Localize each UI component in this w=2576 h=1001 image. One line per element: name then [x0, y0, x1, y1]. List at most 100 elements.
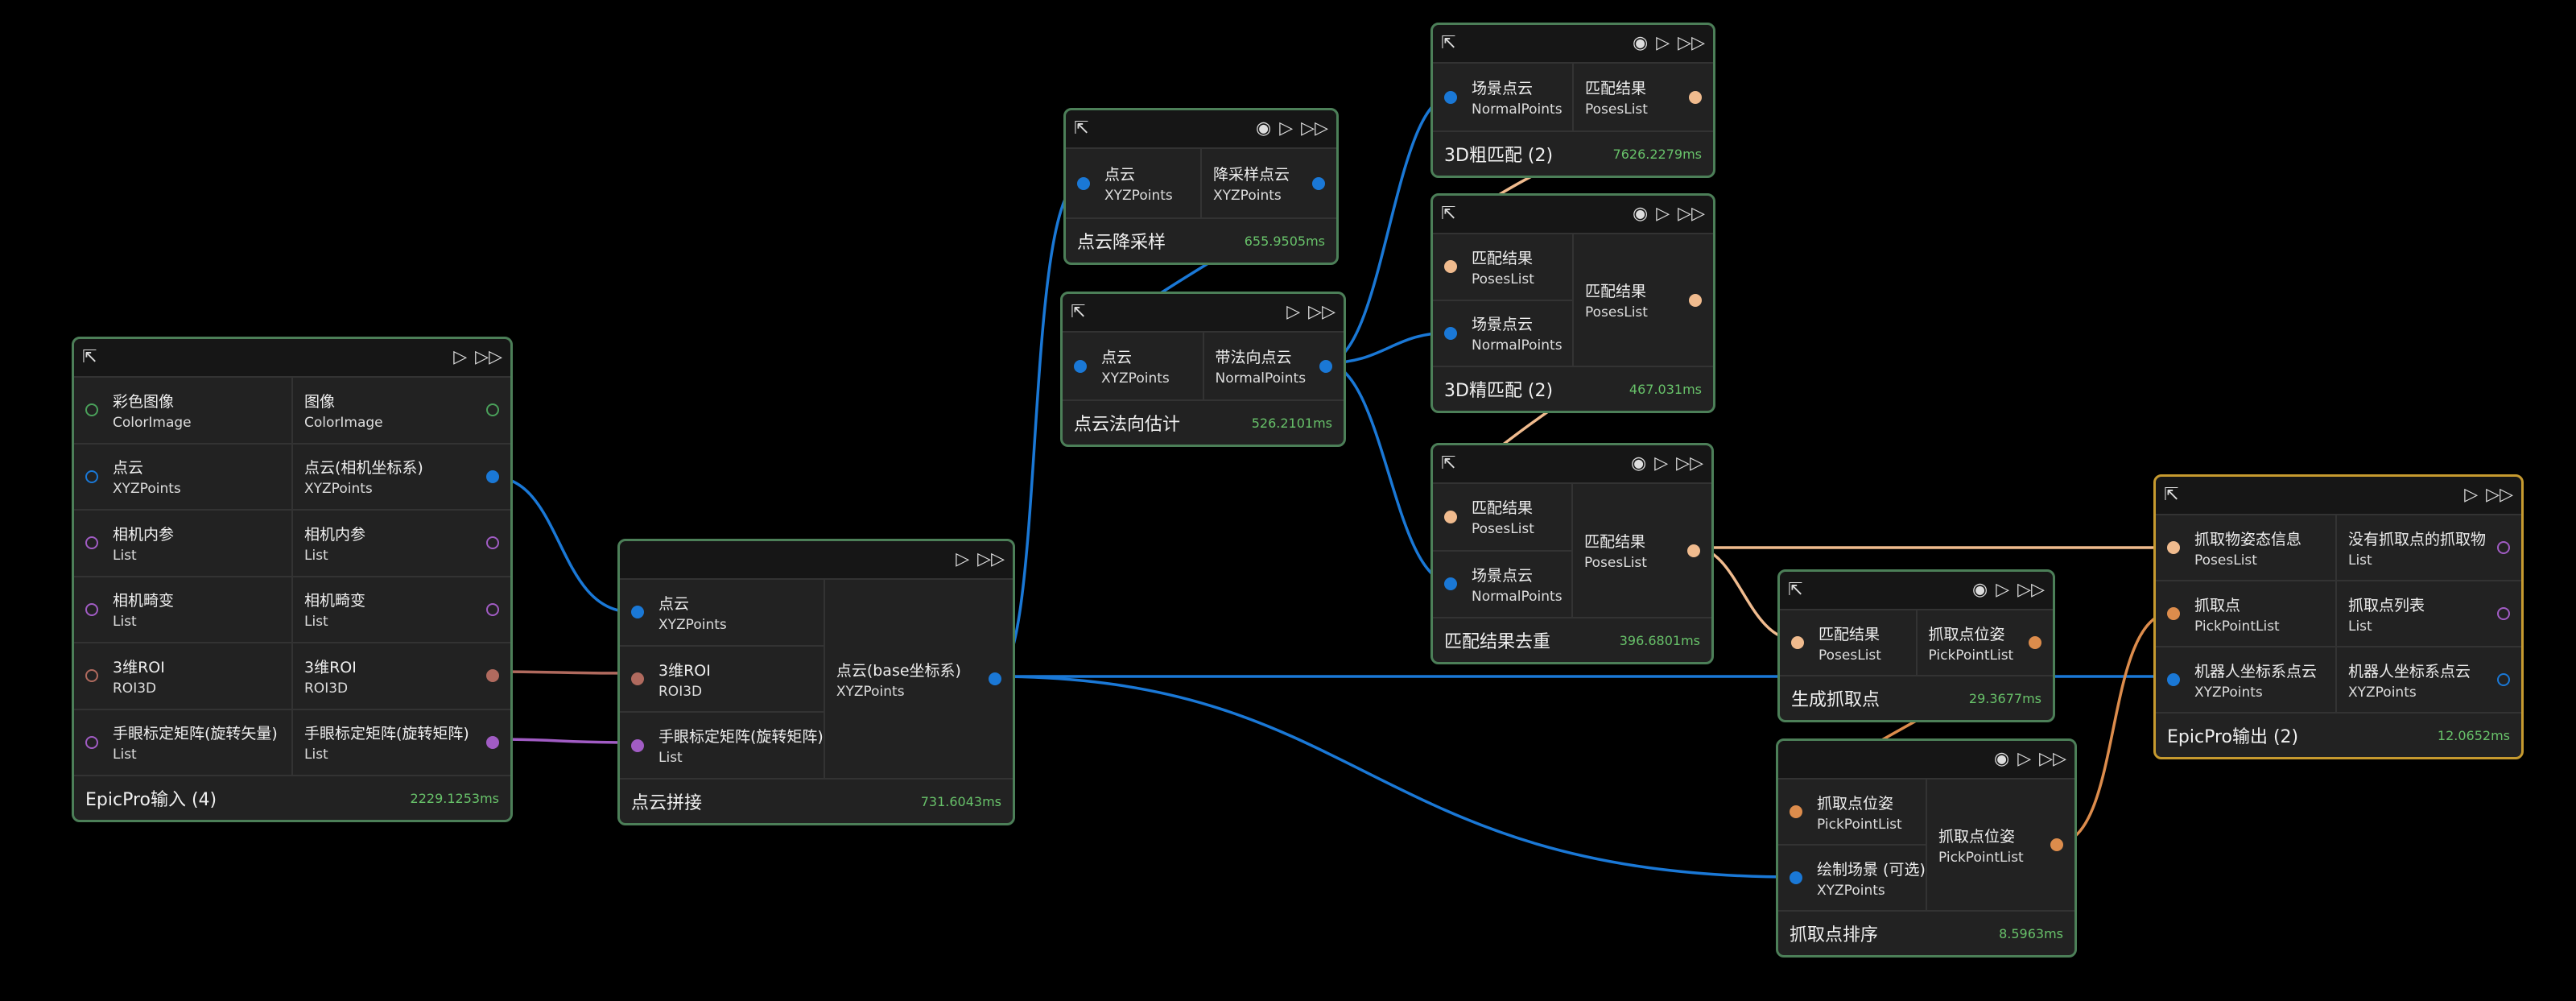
run-all-icon[interactable]: ▷▷ — [1301, 118, 1328, 139]
port-dot[interactable] — [85, 403, 98, 417]
run-icon[interactable]: ▷ — [1279, 118, 1294, 139]
graph-icon[interactable]: ⇱ — [1071, 302, 1086, 322]
port-dot[interactable] — [1444, 260, 1457, 274]
run-icon[interactable]: ▷ — [1656, 33, 1670, 53]
record-icon[interactable]: ◉ — [1633, 33, 1649, 53]
port-dot[interactable] — [631, 672, 644, 685]
wire-stitch-grasp-scene[interactable] — [993, 675, 1796, 879]
port-dot[interactable] — [1077, 176, 1090, 190]
node-header[interactable]: ◉ ▷ ▷▷ — [1778, 741, 2074, 780]
run-all-icon[interactable]: ▷▷ — [2017, 580, 2045, 600]
port-dot[interactable] — [1689, 293, 1702, 307]
record-icon[interactable]: ◉ — [1994, 749, 2010, 769]
node-header[interactable]: ⇱ ◉ ▷ ▷▷ — [1433, 196, 1713, 234]
run-icon[interactable]: ▷ — [1996, 580, 2010, 600]
port-dot[interactable] — [2497, 673, 2510, 686]
run-icon[interactable]: ▷ — [1654, 453, 1669, 474]
port-dot[interactable] — [2497, 607, 2510, 620]
run-icon[interactable]: ▷ — [2464, 485, 2479, 505]
port-dot[interactable] — [631, 606, 644, 619]
node-header[interactable]: ⇱ ◉ ▷ ▷▷ — [1433, 25, 1713, 64]
graph-icon[interactable]: ⇱ — [82, 347, 97, 367]
port-dot[interactable] — [486, 602, 499, 616]
port-dot[interactable] — [85, 735, 98, 749]
wire-input-pointcloud[interactable] — [491, 475, 633, 614]
node-header[interactable]: ⇱ ◉ ▷ ▷▷ — [1433, 445, 1711, 484]
wire-input-roi[interactable] — [491, 670, 633, 675]
run-all-icon[interactable]: ▷▷ — [977, 549, 1005, 569]
port-dot[interactable] — [2050, 838, 2063, 851]
input-port[interactable]: 手眼标定矩阵(旋转矩阵)List — [620, 713, 824, 778]
graph-icon[interactable]: ⇱ — [1441, 33, 1456, 53]
port-dot[interactable] — [1444, 510, 1457, 523]
run-all-icon[interactable]: ▷▷ — [2486, 485, 2513, 505]
port-dot[interactable] — [1444, 326, 1457, 340]
port-dot[interactable] — [2029, 636, 2041, 649]
node-header[interactable]: ⇱ ◉ ▷ ▷▷ — [1780, 572, 2053, 610]
port-dot[interactable] — [1687, 544, 1700, 557]
record-icon[interactable]: ◉ — [1631, 453, 1647, 474]
port-dot[interactable] — [1444, 90, 1457, 104]
record-icon[interactable]: ◉ — [1972, 580, 1988, 600]
graph-icon[interactable]: ⇱ — [2164, 485, 2179, 505]
port-dot[interactable] — [486, 536, 499, 550]
port-dot[interactable] — [85, 669, 98, 683]
port-dot[interactable] — [2167, 607, 2180, 620]
run-icon[interactable]: ▷ — [2017, 749, 2032, 769]
input-port[interactable]: 绘制场景 (可选)XYZPoints — [1778, 846, 1926, 910]
graph-icon[interactable]: ⇱ — [1441, 204, 1456, 224]
record-icon[interactable]: ◉ — [1633, 204, 1649, 224]
run-all-icon[interactable]: ▷▷ — [2039, 749, 2066, 769]
run-all-icon[interactable]: ▷▷ — [1678, 33, 1705, 53]
port-dot[interactable] — [1312, 176, 1325, 190]
port-dot[interactable] — [486, 669, 499, 683]
run-icon[interactable]: ▷ — [453, 347, 468, 367]
node-header[interactable]: ⇱ ▷ ▷▷ — [74, 339, 510, 378]
run-all-icon[interactable]: ▷▷ — [1308, 302, 1335, 322]
port-dot[interactable] — [2497, 541, 2510, 554]
run-all-icon[interactable]: ▷▷ — [1676, 453, 1703, 474]
port-dot[interactable] — [85, 469, 98, 483]
output-port[interactable]: 手眼标定矩阵(旋转矩阵)List — [293, 710, 510, 776]
port-dot[interactable] — [2167, 541, 2180, 554]
port-dot[interactable] — [631, 738, 644, 752]
port-dot[interactable] — [1689, 90, 1702, 104]
node-header[interactable]: ⇱ ▷ ▷▷ — [2156, 477, 2521, 515]
output-port[interactable]: 点云(base坐标系)XYZPoints — [825, 580, 1013, 778]
record-icon[interactable]: ◉ — [1256, 118, 1272, 139]
run-icon[interactable]: ▷ — [956, 549, 970, 569]
run-icon[interactable]: ▷ — [1656, 204, 1670, 224]
port-dot[interactable] — [1074, 359, 1087, 373]
